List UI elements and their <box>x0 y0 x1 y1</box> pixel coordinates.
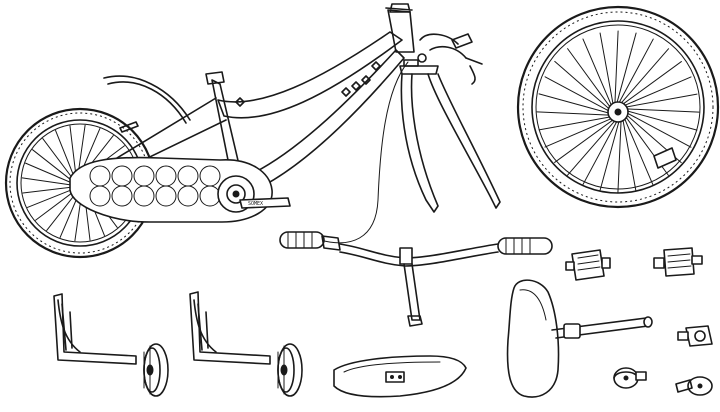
training-wheel-left <box>53 293 169 397</box>
front-wheel <box>516 5 720 209</box>
spoke <box>617 119 622 194</box>
spoke <box>622 119 637 192</box>
spoke <box>544 117 613 148</box>
spoke <box>626 112 692 148</box>
spoke <box>599 120 620 192</box>
spoke <box>582 120 618 186</box>
spoke <box>35 189 77 221</box>
spoke <box>21 177 73 186</box>
guard-pattern-ring <box>133 185 155 207</box>
spoke <box>77 124 86 176</box>
spoke <box>599 32 614 105</box>
guard-pattern-ring <box>155 185 177 207</box>
chain-guard <box>69 156 273 223</box>
crank-decal: SOMEX <box>248 201 263 207</box>
spoke <box>626 110 698 131</box>
spoke <box>26 188 75 208</box>
guard-pattern-ring <box>111 185 133 207</box>
spoke <box>582 38 613 107</box>
spoke <box>69 125 77 177</box>
spoke <box>554 119 614 163</box>
handlebar <box>279 231 553 327</box>
spoke <box>544 76 610 112</box>
spoke <box>536 111 611 116</box>
spoke <box>538 93 610 114</box>
valve-cap <box>675 376 713 396</box>
spoke <box>625 93 698 108</box>
spoke <box>623 117 654 186</box>
spoke <box>618 38 654 104</box>
spoke <box>625 108 700 113</box>
spoke <box>620 48 670 104</box>
spoke <box>567 48 611 108</box>
bell <box>613 367 647 389</box>
spoke <box>25 162 73 184</box>
front-wheel-spokes <box>536 30 700 194</box>
pedal-left <box>565 249 611 281</box>
spoke <box>42 138 74 180</box>
spoke <box>623 76 692 107</box>
frame-star-decal <box>235 61 381 107</box>
saddle <box>506 279 653 398</box>
guard-pattern-ring <box>89 185 111 207</box>
guard-pattern-ring <box>177 185 199 207</box>
pedal-right <box>653 247 703 277</box>
brake-caliper <box>417 33 483 85</box>
spoke <box>55 129 75 178</box>
crank-arm: SOMEX <box>239 197 291 209</box>
spoke <box>22 186 74 194</box>
brake-cable <box>319 61 409 244</box>
spoke <box>538 116 611 131</box>
rear-fender <box>103 75 191 124</box>
chain-guard-pattern <box>89 165 221 207</box>
training-wheel-right <box>189 291 303 397</box>
front-fender <box>333 355 467 398</box>
spoke <box>622 61 682 105</box>
spoke <box>566 120 616 176</box>
spoke <box>554 60 610 110</box>
spoke <box>32 149 73 182</box>
spoke <box>616 32 637 104</box>
spoke <box>614 30 619 105</box>
fork <box>399 59 501 213</box>
front-reflector <box>653 147 677 169</box>
rear-reflector <box>119 121 139 133</box>
reflector <box>677 325 713 347</box>
